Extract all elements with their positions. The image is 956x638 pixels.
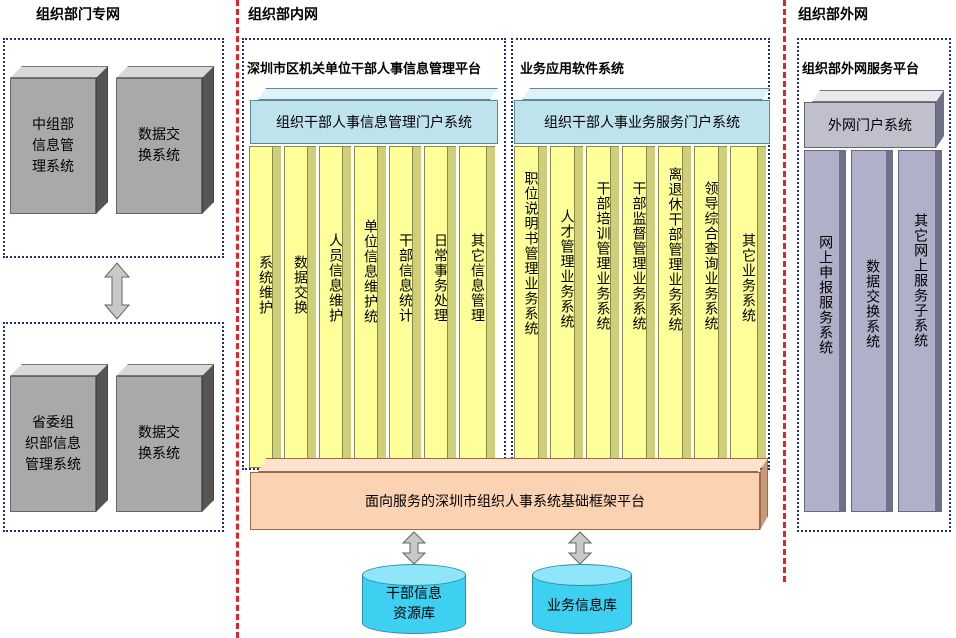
db2-label: 业务信息库 [547, 598, 617, 614]
column-label: 其它网上服务子系统 [912, 213, 929, 348]
divider-left [236, 0, 239, 638]
extranet-portal-side [936, 90, 944, 148]
cube-data-exchange-bottom: 数据交 换系统 [116, 364, 214, 512]
column-leader-query: 领导综合查询业务系统 [694, 146, 727, 468]
column-online-declaration: 网上申报服务系统 [804, 150, 846, 512]
base-platform: 面向服务的深圳市组织人事系统基础框架平台 [250, 472, 760, 530]
column-personnel-info: 人员信息维护 [319, 146, 351, 468]
section-title-extranet: 组织部外网 [798, 7, 868, 23]
divider-right [783, 0, 786, 582]
extranet-platform-group [797, 38, 951, 532]
portal-b: 组织干部人事业务服务门户系统 [514, 100, 770, 144]
double-arrow-db1-icon [402, 531, 426, 565]
column-label: 数据交换系统 [864, 259, 881, 349]
column-other-business: 其它业务系统 [730, 146, 766, 468]
base-platform-top [258, 458, 768, 472]
double-arrow-db2-icon [568, 531, 592, 565]
cube-central-org-label: 中组部 信息管 理系统 [10, 78, 96, 214]
column-daily-affairs: 日常事务处理 [424, 146, 456, 468]
db2-top [532, 564, 632, 586]
cube-provincial-org-system: 省委组 织部信息 管理系统 [10, 364, 108, 512]
cube-data-exchange-top: 数据交 换系统 [116, 66, 214, 214]
db1-top [362, 564, 466, 586]
column-label: 人才管理业务系统 [558, 209, 575, 329]
cube-provincial-org-label: 省委组 织部信息 管理系统 [10, 376, 96, 512]
column-label: 系统维护 [257, 255, 273, 315]
cube-data-exchange-top-label: 数据交 换系统 [116, 78, 202, 214]
column-retired-cadre: 离退休干部管理业务系统 [658, 146, 691, 468]
portal-a-top [258, 88, 498, 100]
portal-a: 组织干部人事信息管理门户系统 [250, 100, 498, 144]
column-label: 日常事务处理 [432, 233, 448, 323]
column-extranet-data-exchange: 数据交换系统 [851, 150, 893, 512]
dept-net-bottom-group [3, 322, 224, 532]
extranet-platform-title: 组织部外网服务平台 [802, 62, 920, 77]
platform-a-title: 深圳市区机关单位干部人事信息管理平台 [247, 62, 482, 77]
column-label: 单位信息维护统 [362, 219, 378, 324]
section-title-dept-net: 组织部门专网 [36, 7, 120, 23]
column-label: 离退休干部管理业务系统 [666, 167, 683, 332]
column-label: 领导综合查询业务系统 [702, 181, 719, 331]
column-talent-mgmt: 人才管理业务系统 [550, 146, 583, 468]
column-label: 数据交换 [292, 255, 308, 315]
column-system-maintenance: 系统维护 [249, 146, 281, 468]
column-label: 网上申报服务系统 [817, 235, 834, 355]
column-job-description: 职位说明书管理业务系统 [514, 146, 547, 468]
double-arrow-vertical-icon [104, 262, 130, 320]
column-cadre-training: 干部培训管理业务系统 [586, 146, 619, 468]
extranet-portal-top [812, 90, 944, 102]
column-cadre-stats: 干部信息统计 [389, 146, 421, 468]
column-label: 职位说明书管理业务系统 [522, 171, 539, 336]
db1-label: 干部信息 资源库 [386, 586, 442, 622]
column-label: 干部信息统计 [397, 233, 413, 323]
column-label: 干部培训管理业务系统 [594, 181, 611, 331]
column-unit-info: 单位信息维护统 [354, 146, 386, 468]
column-data-exchange: 数据交换 [284, 146, 316, 468]
column-label: 人员信息维护 [327, 233, 343, 323]
column-label: 其它业务系统 [740, 233, 756, 323]
portal-b-top [522, 88, 770, 100]
column-other-online-services: 其它网上服务子系统 [898, 150, 942, 512]
column-label: 其它信息管理 [469, 233, 485, 323]
column-other-info: 其它信息管理 [459, 146, 495, 468]
extranet-portal: 外网门户系统 [804, 102, 936, 148]
cube-central-org-system: 中组部 信息管 理系统 [10, 66, 108, 214]
section-title-intranet: 组织部内网 [248, 7, 318, 23]
platform-b-title: 业务应用软件系统 [520, 62, 625, 77]
cube-data-exchange-bottom-label: 数据交 换系统 [116, 376, 202, 512]
column-label: 干部监督管理业务系统 [630, 181, 647, 331]
dept-net-top-group [3, 38, 224, 258]
column-cadre-supervision: 干部监督管理业务系统 [622, 146, 655, 468]
